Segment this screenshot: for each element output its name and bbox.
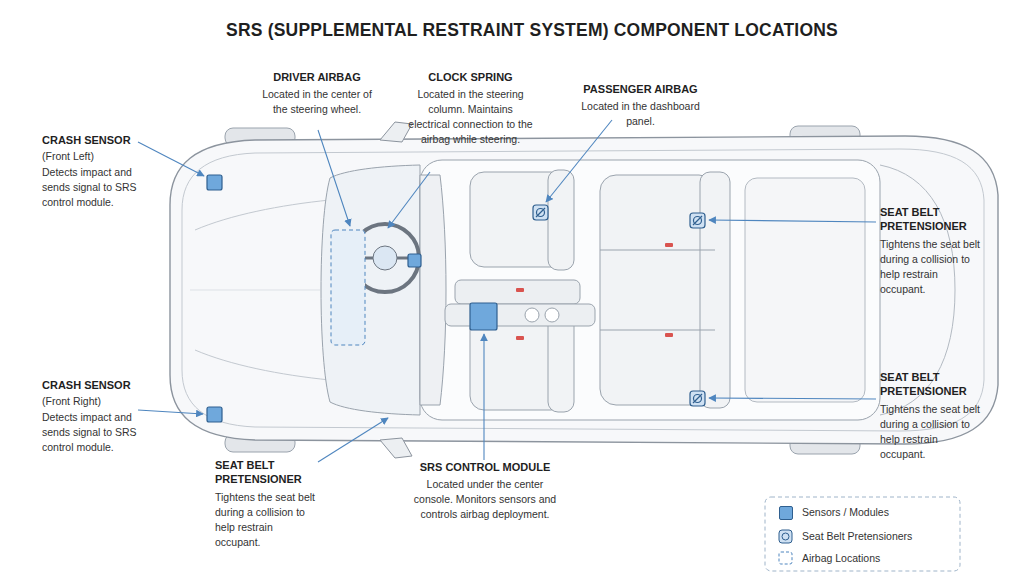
callout-heading: CLOCK SPRING [408,70,533,84]
callout-heading: SRS CONTROL MODULE [405,460,565,474]
callout-text: Tightens the seat belt during a collisio… [215,490,315,550]
callout-heading: CRASH SENSOR [42,133,152,147]
callout-heading: PASSENGER AIRBAG [568,82,713,96]
legend-swatch [779,506,793,520]
callout-heading: SEAT BELT PRETENSIONER [880,370,980,398]
callout-heading: SEAT BELT PRETENSIONER [215,458,315,486]
callout-text: (Front Right) [42,394,152,409]
legend-text: Seat Belt Pretensioners [802,530,952,543]
callout-text: Tightens the seat belt during a collisio… [880,237,980,297]
callout-text: (Front Left) [42,149,152,164]
callout-text: Located in the dashboard panel. [568,99,713,129]
callout-heading: SEAT BELT PRETENSIONER [880,205,980,233]
callout-text: Detects impact and sends signal to SRS c… [42,410,140,455]
legend-text: Sensors / Modules [802,506,952,519]
callout-text: Tightens the seat belt during a collisio… [880,402,980,462]
callout-heading: CRASH SENSOR [42,378,152,392]
callout-heading: DRIVER AIRBAG [262,70,372,84]
diagram-title: SRS (SUPPLEMENTAL RESTRAINT SYSTEM) COMP… [212,20,852,41]
callout-text: Located in the center of the steering wh… [262,87,372,117]
callout-text: Detects impact and sends signal to SRS c… [42,165,140,210]
callout-text: Located under the center console. Monito… [410,477,560,522]
legend-text: Airbag Locations [802,552,952,565]
callout-text: Located in the steering column. Maintain… [408,87,533,147]
